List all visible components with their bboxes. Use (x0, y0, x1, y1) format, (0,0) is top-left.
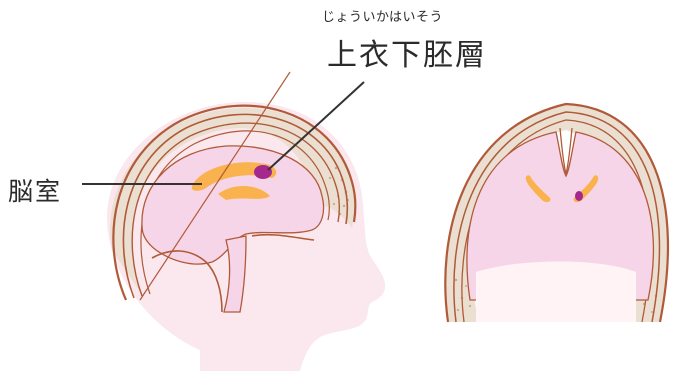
coronal-lower-area (476, 262, 636, 323)
germinal-matrix-dot (254, 165, 272, 179)
subependymal-reading-label: じょういかはいそう (322, 6, 443, 25)
sagittal-head-view (107, 72, 385, 371)
coronal-germinal-matrix-dot (575, 191, 583, 201)
coronal-view (445, 104, 668, 322)
ventricle-label: 脳室 (8, 172, 62, 208)
subependymal-label: 上衣下胚層 (327, 30, 487, 74)
